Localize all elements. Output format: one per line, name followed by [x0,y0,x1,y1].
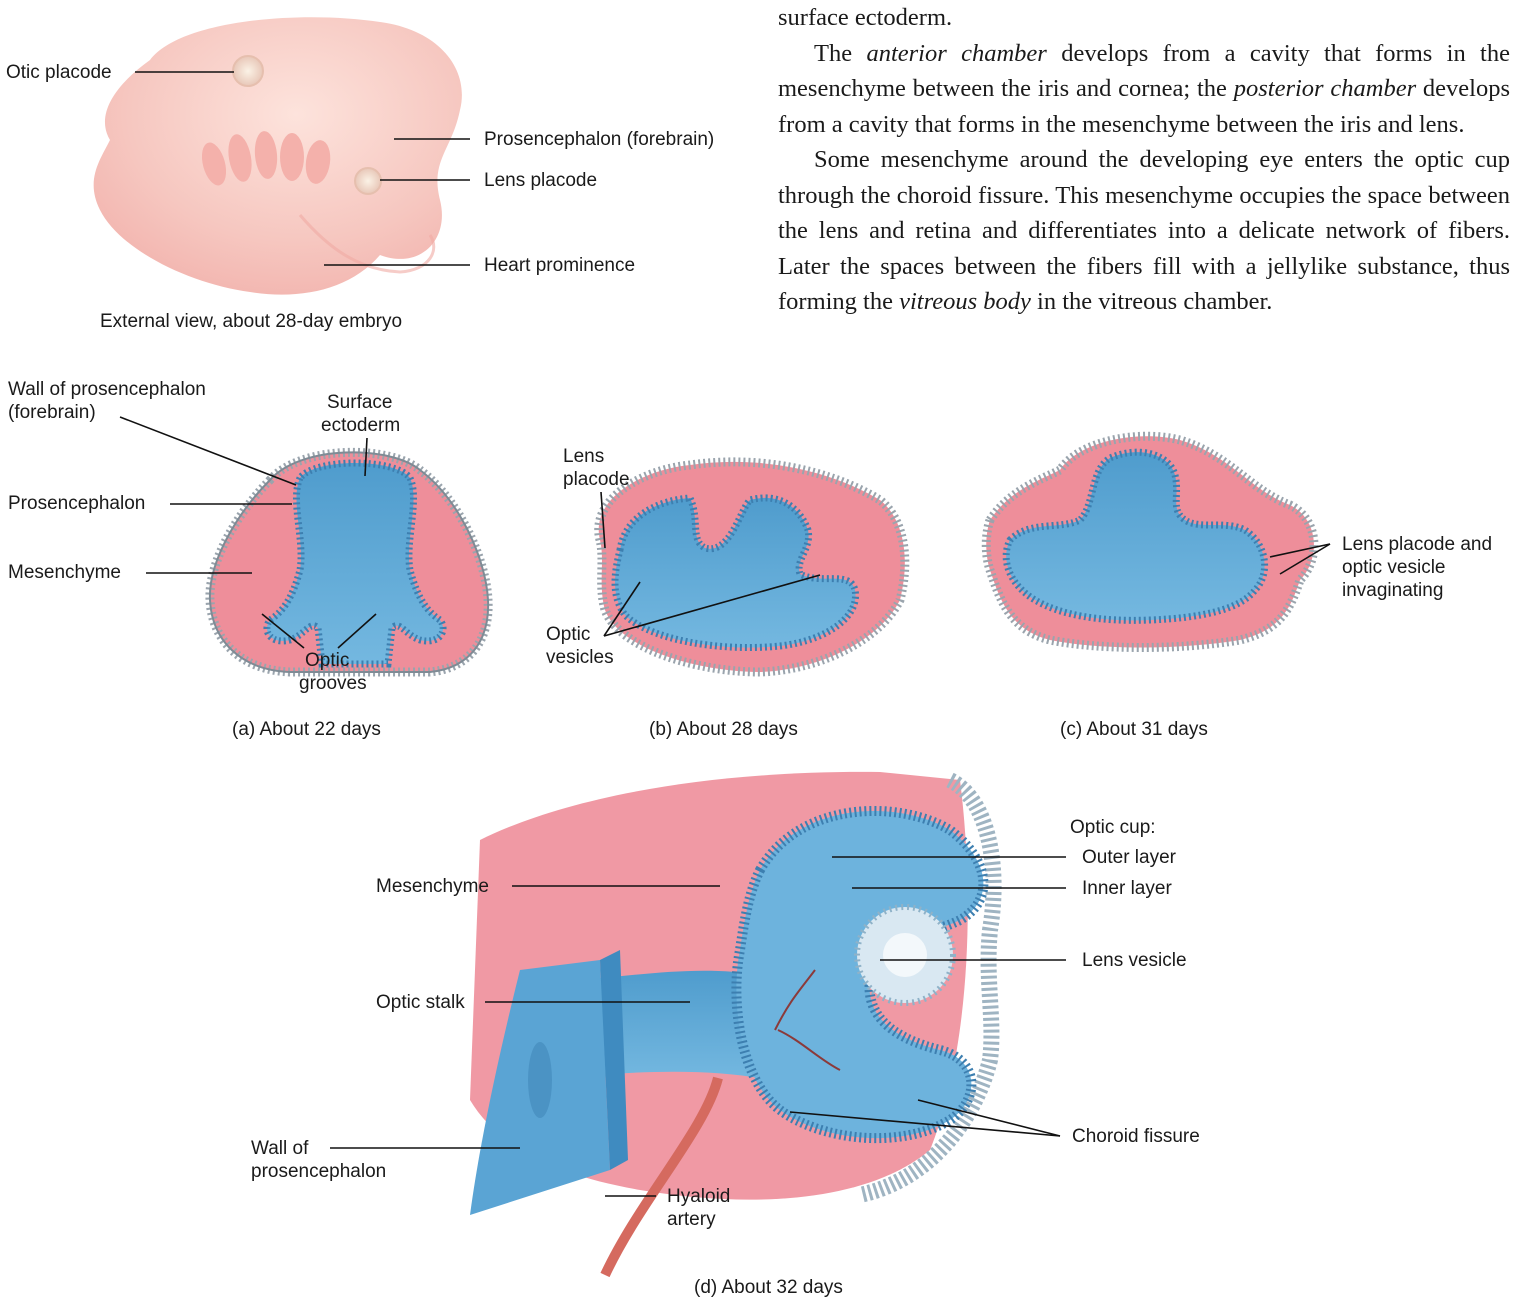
caption-panel-b: (b) About 28 days [649,719,798,741]
label-heart-prominence: Heart prominence [484,254,635,277]
label-hyaloid-artery-line1: Hyaloid [667,1185,730,1208]
label-mesenchyme-d: Mesenchyme [376,875,489,898]
external-embryo [94,17,462,294]
panel-c-section [986,436,1314,647]
label-surface-ectoderm-line2: ectoderm [321,414,400,437]
label-outer-layer: Outer layer [1082,846,1176,869]
label-lens-placode-optic-vesicle-line3: invaginating [1342,579,1443,602]
label-optic-vesicles-line1: Optic [546,623,590,646]
label-optic-grooves-line1: Optic [305,649,349,672]
panel-b-section [599,462,905,672]
label-lens-vesicle: Lens vesicle [1082,949,1187,972]
label-prosencephalon: Prosencephalon [8,492,145,515]
label-mesenchyme-a: Mesenchyme [8,561,121,584]
caption-panel-a: (a) About 22 days [232,719,381,741]
label-lens-placode-optic-vesicle-line1: Lens placode and [1342,533,1492,556]
label-lens-placode: Lens placode [484,169,597,192]
label-choroid-fissure: Choroid fissure [1072,1125,1200,1148]
label-optic-stalk: Optic stalk [376,991,465,1014]
label-lens-placode-b-line2: placode [563,468,630,491]
label-lens-placode-optic-vesicle-line2: optic vesicle [1342,556,1446,579]
label-optic-vesicles-line2: vesicles [546,646,614,669]
label-surface-ectoderm-line1: Surface [327,391,392,414]
caption-panel-c: (c) About 31 days [1060,719,1208,741]
label-optic-grooves-line2: grooves [299,672,367,695]
label-wall-of-prosencephalon-line2: (forebrain) [8,401,96,424]
panel-d-section [470,772,994,1275]
label-wall-of-prosencephalon-d-line2: prosencephalon [251,1160,386,1183]
label-optic-cup: Optic cup: [1070,816,1156,839]
caption-external-view: External view, about 28-day embryo [100,311,402,333]
label-wall-of-prosencephalon-line1: Wall of prosencephalon [8,378,206,401]
label-hyaloid-artery-line2: artery [667,1208,716,1231]
label-lens-placode-b-line1: Lens [563,445,604,468]
label-otic-placode: Otic placode [6,61,112,84]
caption-panel-d: (d) About 32 days [694,1277,843,1299]
label-inner-layer: Inner layer [1082,877,1172,900]
label-prosencephalon-forebrain: Prosencephalon (forebrain) [484,128,714,151]
label-wall-of-prosencephalon-d-line1: Wall of [251,1137,308,1160]
